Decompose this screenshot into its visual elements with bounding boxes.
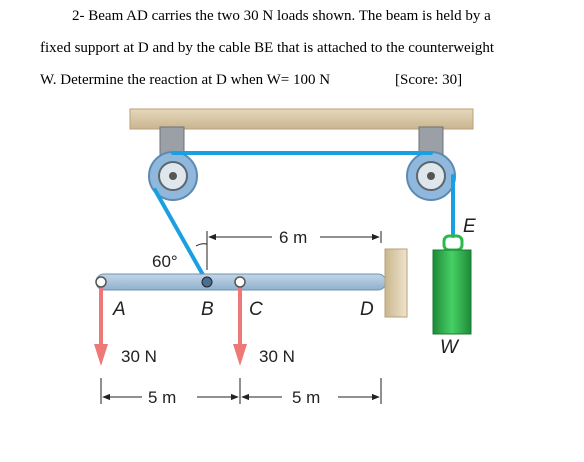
dimension-left-label: 5 m	[148, 388, 176, 407]
point-label-D: D	[360, 299, 374, 320]
load-label-left: 30 N	[121, 347, 157, 366]
point-label-E: E	[463, 216, 476, 237]
pin-B	[201, 276, 213, 288]
pin-C	[234, 276, 246, 288]
pulley-right	[406, 126, 456, 201]
point-label-A: A	[112, 299, 126, 320]
dimension-right-label: 5 m	[292, 388, 320, 407]
dimension-top	[206, 231, 382, 243]
pin-A	[95, 276, 107, 288]
load-arrow-C	[233, 288, 247, 366]
angle-label: 60°	[152, 252, 178, 271]
wall-D	[384, 248, 408, 318]
cable-BE	[153, 151, 455, 284]
point-label-C: C	[249, 299, 263, 320]
angle-arc	[195, 243, 208, 247]
problem-line-1: 2- Beam AD carries the two 30 N loads sh…	[72, 8, 491, 24]
load-arrow-A	[94, 288, 108, 366]
ceiling	[129, 108, 474, 130]
dimension-bottom	[100, 378, 382, 404]
point-label-B: B	[201, 299, 214, 320]
dimension-top-label: 6 m	[279, 228, 307, 247]
score-label: [Score: 30]	[395, 72, 463, 88]
problem-line-3: W. Determine the reaction at D when W= 1…	[40, 72, 331, 88]
problem-line-2: fixed support at D and by the cable BE t…	[40, 40, 495, 56]
load-label-right: 30 N	[259, 347, 295, 366]
counterweight	[432, 234, 472, 335]
weight-label: W	[440, 337, 460, 358]
